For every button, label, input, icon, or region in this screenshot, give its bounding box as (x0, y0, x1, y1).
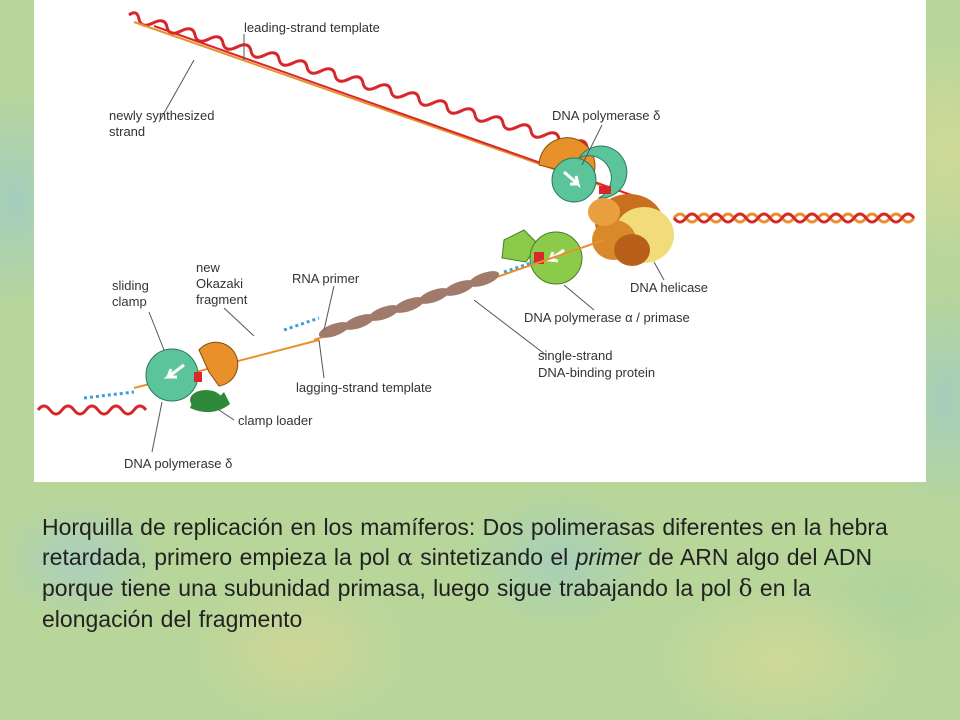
rna-primer-dotted (503, 260, 535, 274)
caption-part3: de ARN algo del ADN porque tiene una sub… (42, 544, 873, 601)
label-sliding-clamp-2: clamp (112, 294, 147, 309)
okazaki-lower-dotted (83, 390, 135, 400)
new-okazaki-fragment-dotted (283, 316, 320, 332)
dna-helicase-shape (588, 194, 674, 266)
caption-delta-symbol: δ (738, 576, 753, 602)
label-sliding-clamp-1: sliding (112, 278, 149, 293)
caption-part1: Horquilla de replicación en los mamífero… (42, 514, 888, 570)
label-dna-polymerase-alpha-primase: DNA polymerase α / primase (524, 310, 690, 325)
dna-polymerase-delta-bottom-shape (145, 341, 239, 413)
label-single-strand-2: DNA-binding protein (538, 365, 655, 380)
dna-polymerase-alpha-primase-shape (501, 229, 583, 285)
label-dna-helicase: DNA helicase (630, 280, 708, 295)
leader-lines (148, 34, 665, 453)
caption-part2: sintetizando el (412, 544, 576, 570)
label-new-okazaki-1: new (196, 260, 220, 275)
label-dna-polymerase-delta-top: DNA polymerase δ (552, 108, 660, 123)
single-strand-binding-proteins (318, 271, 500, 338)
replication-fork-diagram: leading-strand template newly synthesize… (34, 0, 926, 482)
lagging-template-wave (36, 404, 148, 416)
caption-part4: en la elongación del fragmento (42, 575, 811, 632)
newly-synthesized-strand-line (133, 21, 615, 191)
label-new-okazaki-3: fragment (196, 292, 248, 307)
label-leading-strand-template: leading-strand template (244, 20, 380, 35)
label-rna-primer: RNA primer (292, 271, 360, 286)
label-newly-synthesized-1: newly synthesized (109, 108, 215, 123)
caption-primer-italic: primer (575, 544, 641, 570)
label-single-strand-1: single-strand (538, 348, 612, 363)
label-dna-polymerase-delta-bottom: DNA polymerase δ (124, 456, 232, 471)
label-lagging-strand-template: lagging-strand template (296, 380, 432, 395)
figure-caption: Horquilla de replicación en los mamífero… (42, 512, 922, 634)
parental-duplex-strand-b (672, 212, 916, 224)
label-newly-synthesized-2: strand (109, 124, 145, 139)
caption-alpha-symbol: α (397, 545, 413, 571)
diagram-canvas: leading-strand template newly synthesize… (36, 11, 916, 471)
dna-polymerase-delta-top-shape (538, 137, 628, 203)
leading-strand-template (128, 11, 602, 155)
label-clamp-loader: clamp loader (238, 413, 313, 428)
label-new-okazaki-2: Okazaki (196, 276, 243, 291)
